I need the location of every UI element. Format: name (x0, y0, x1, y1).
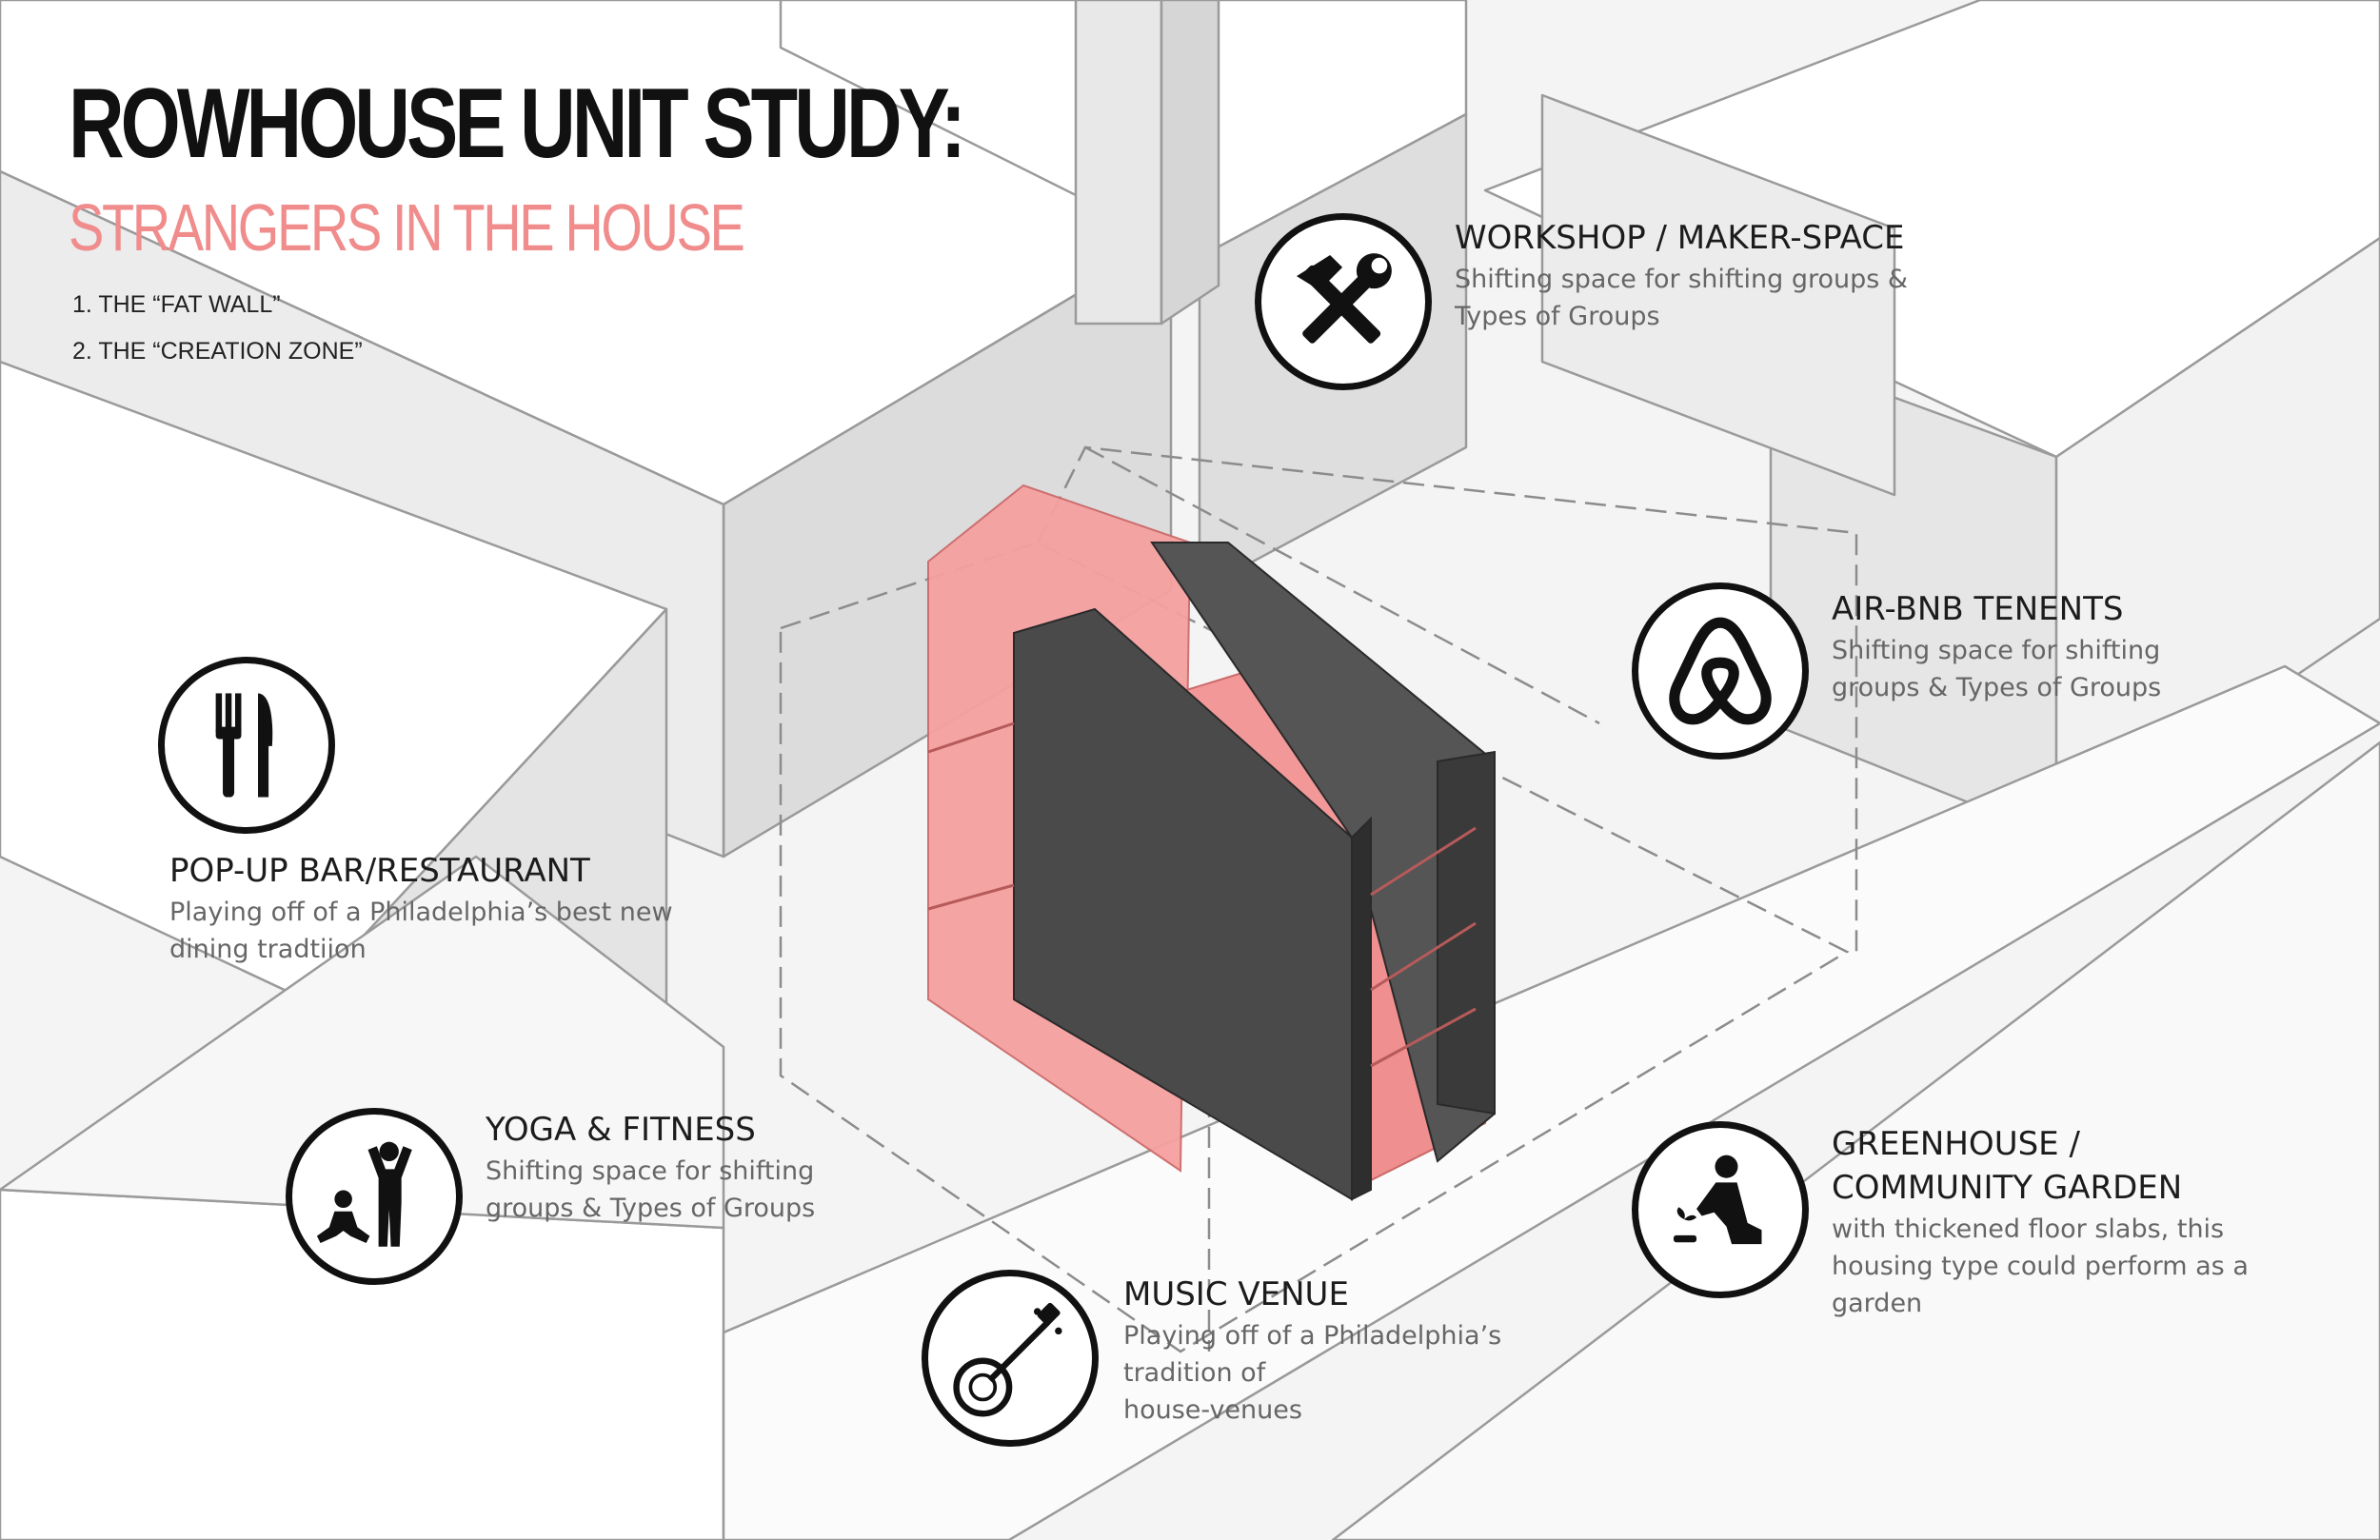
music-icon-circle (922, 1270, 1099, 1447)
study-notes: 1. THE “FAT WALL” 2. THE “CREATION ZONE” (72, 293, 1215, 364)
yoga-program: YOGA & FITNESS Shifting space for shifti… (486, 1109, 815, 1227)
program-description: house-venues (1123, 1395, 1302, 1426)
program-description: Shifting space for shifting groups & (1455, 264, 1908, 294)
note-item: 1. THE “FAT WALL” (72, 291, 281, 318)
hammer-wrench-icon (1296, 253, 1392, 344)
program-title: POP-UP BAR/RESTAURANT (169, 852, 590, 890)
yoga-figures-icon (316, 1141, 412, 1247)
program-description: housing type could perform as a (1832, 1251, 2249, 1281)
greenhouse-program: GREENHOUSE / COMMUNITY GARDEN with thick… (1832, 1123, 2249, 1322)
gardener-icon (1673, 1155, 1762, 1245)
program-description: with thickened floor slabs, this (1832, 1214, 2225, 1244)
workshop-program: WORKSHOP / MAKER-SPACE Shifting space fo… (1455, 217, 1908, 335)
fork-knife-icon (215, 693, 273, 798)
program-description: Shifting space for shifting (486, 1155, 815, 1186)
red-shelves (927, 721, 1477, 1068)
program-title: GREENHOUSE / (1832, 1125, 2080, 1163)
program-description: Shifting space for shifting (1832, 635, 2161, 665)
program-description: tradition of (1123, 1358, 1266, 1389)
program-description: groups & Types of Groups (486, 1194, 816, 1224)
program-title: AIR-BNB TENENTS (1832, 590, 2124, 628)
program-description: Types of Groups (1455, 302, 1660, 332)
airbnb-logo-icon (1669, 617, 1772, 725)
building-left-lower (0, 360, 725, 1540)
banjo-icon (953, 1302, 1062, 1417)
program-title: MUSIC VENUE (1123, 1275, 1349, 1313)
workshop-icon-circle (1255, 213, 1432, 390)
program-title: COMMUNITY GARDEN (1832, 1168, 2183, 1207)
program-description: groups & Types of Groups (1832, 673, 2162, 703)
page-subtitle: STRANGERS IN THE HOUSE (69, 190, 745, 265)
program-description: garden (1832, 1289, 1923, 1319)
popup-icon-circle (158, 657, 335, 834)
page-title: ROWHOUSE UNIT STUDY: (69, 69, 966, 179)
program-description: dining tradtiion (169, 935, 367, 965)
airbnb-icon-circle (1632, 582, 1809, 760)
program-description: Playing off of a Philadelphia’s best new (169, 897, 673, 927)
title-block: ROWHOUSE UNIT STUDY: STRANGERS IN THE HO… (69, 74, 1215, 386)
program-description: Playing off of a Philadelphia’s (1123, 1320, 1502, 1351)
note-item: 2. THE “CREATION ZONE” (72, 338, 363, 365)
greenhouse-icon-circle (1632, 1121, 1809, 1298)
popup-program: POP-UP BAR/RESTAURANT Playing off of a P… (169, 850, 673, 968)
music-program: MUSIC VENUE Playing off of a Philadelphi… (1123, 1273, 1501, 1429)
yoga-icon-circle (286, 1108, 463, 1285)
program-title: WORKSHOP / MAKER-SPACE (1455, 219, 1905, 257)
airbnb-program: AIR-BNB TENENTS Shifting space for shift… (1832, 588, 2161, 706)
program-title: YOGA & FITNESS (486, 1111, 756, 1149)
building-right-upper (1483, 0, 2380, 839)
